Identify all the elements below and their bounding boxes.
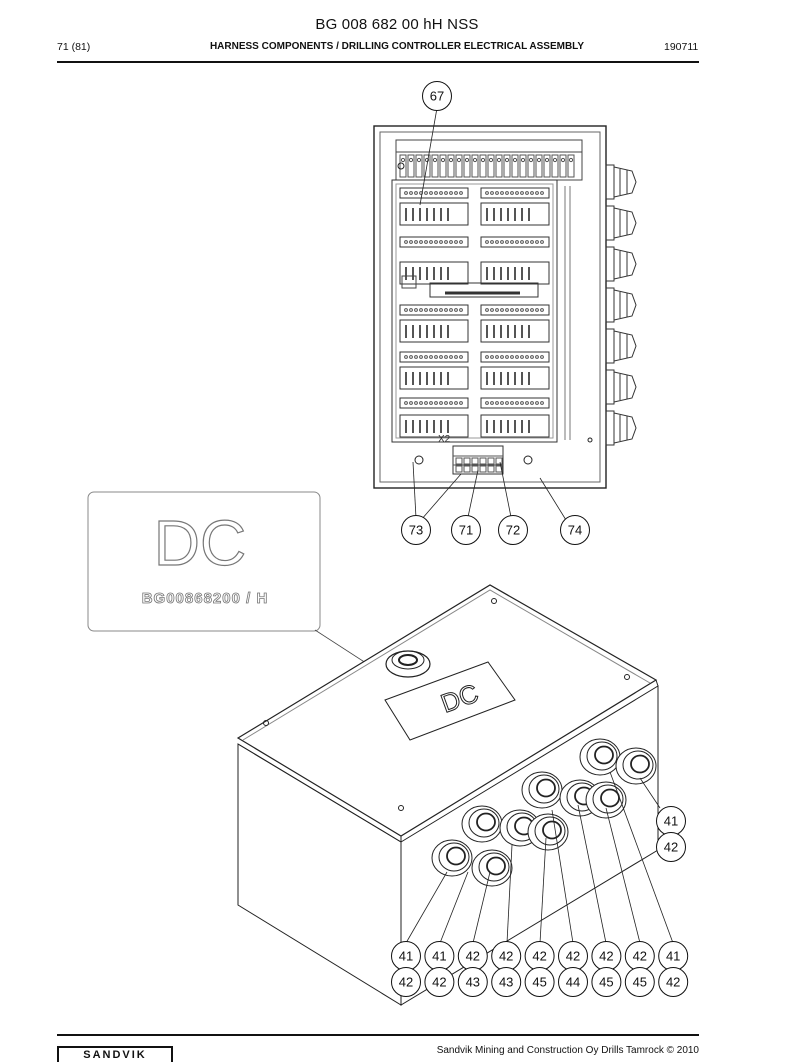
- callout-bottom-lower-6: 45: [591, 967, 622, 997]
- svg-text:72: 72: [506, 523, 520, 538]
- footer-copyright: Sandvik Mining and Construction Oy Drill…: [436, 1045, 699, 1056]
- label-plate-big-text: DC: [154, 507, 246, 579]
- svg-text:42: 42: [466, 949, 480, 964]
- top-callouts: 67 73 71 72 74: [401, 81, 590, 545]
- callout-bottom-top-2: 42: [457, 941, 488, 971]
- svg-text:42: 42: [532, 949, 546, 964]
- controller-box-isometric: [236, 584, 659, 1006]
- footer-rule: [57, 1034, 699, 1036]
- callout-side-42: 42: [656, 832, 686, 862]
- svg-text:41: 41: [666, 949, 680, 964]
- svg-text:44: 44: [566, 975, 580, 990]
- callout-71: 71: [451, 515, 481, 545]
- callout-67: 67: [422, 81, 452, 111]
- callout-bottom-lower-0: 42: [391, 967, 421, 997]
- label-plate: [87, 491, 321, 632]
- document-title: BG 008 682 00 hH NSS: [315, 16, 479, 33]
- controller-box-open-view: [373, 125, 637, 489]
- svg-text:74: 74: [568, 523, 582, 538]
- svg-text:42: 42: [499, 949, 513, 964]
- svg-text:71: 71: [459, 523, 473, 538]
- svg-text:42: 42: [599, 949, 613, 964]
- callout-bottom-top-5: 42: [558, 941, 588, 971]
- callout-bottom-lower-8: 42: [658, 967, 689, 997]
- header-rule: [57, 61, 699, 63]
- label-plate-code: BG00868200 / H: [142, 590, 269, 607]
- callout-bottom-lower-4: 45: [524, 967, 555, 997]
- callout-73: 73: [401, 515, 431, 545]
- top-leader-lines: [412, 107, 567, 521]
- document-date: 190711: [664, 41, 699, 53]
- callout-bottom-top-8: 41: [658, 941, 689, 971]
- svg-text:45: 45: [633, 975, 647, 990]
- callout-bottom-lower-3: 43: [491, 967, 522, 997]
- page-number: 71 (81): [57, 41, 91, 53]
- svg-text:45: 45: [532, 975, 546, 990]
- callout-bottom-top-1: 41: [424, 941, 455, 971]
- callout-74: 74: [560, 515, 590, 545]
- svg-text:42: 42: [633, 949, 647, 964]
- svg-text:42: 42: [664, 840, 678, 855]
- svg-text:42: 42: [666, 975, 680, 990]
- callout-bottom-top-0: 41: [391, 941, 421, 971]
- svg-text:73: 73: [409, 523, 423, 538]
- iso-leader-lines: [405, 771, 674, 944]
- svg-text:67: 67: [430, 89, 444, 104]
- callout-bottom-lower-7: 45: [624, 967, 655, 997]
- callout-bottom-top-4: 42: [524, 941, 555, 971]
- side-callouts: 41 42: [656, 806, 686, 862]
- svg-text:43: 43: [499, 975, 513, 990]
- callout-72: 72: [498, 515, 528, 545]
- sandvik-logo: SANDVIK: [57, 1046, 173, 1062]
- callout-bottom-top-6: 42: [591, 941, 622, 971]
- svg-text:42: 42: [432, 975, 446, 990]
- callout-bottom-lower-5: 44: [558, 967, 588, 997]
- bottom-callouts: 41 42 41 42 42 43 42 43 42 45 42 44 42 45 42 45 41 42: [391, 941, 689, 997]
- svg-text:41: 41: [399, 949, 413, 964]
- svg-text:43: 43: [466, 975, 480, 990]
- svg-text:45: 45: [599, 975, 613, 990]
- terminal-label: X2: [438, 434, 451, 445]
- svg-text:41: 41: [432, 949, 446, 964]
- section-title: HARNESS COMPONENTS / DRILLING CONTROLLER…: [209, 41, 585, 52]
- callout-bottom-lower-2: 43: [457, 967, 488, 997]
- svg-text:42: 42: [399, 975, 413, 990]
- callout-bottom-top-3: 42: [491, 941, 522, 971]
- callout-bottom-lower-1: 42: [424, 967, 455, 997]
- svg-text:41: 41: [664, 814, 678, 829]
- callout-bottom-top-7: 42: [624, 941, 655, 971]
- callout-side-41: 41: [656, 806, 686, 836]
- svg-text:42: 42: [566, 949, 580, 964]
